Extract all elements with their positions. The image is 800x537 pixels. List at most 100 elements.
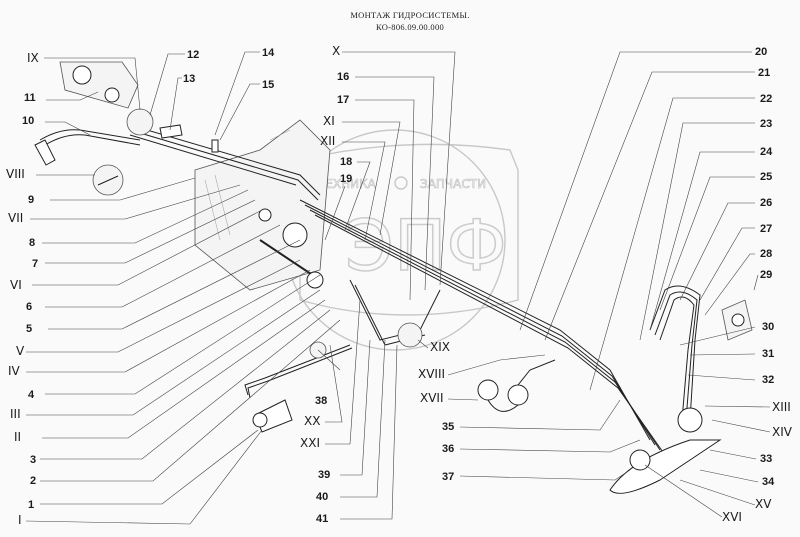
callout-ix: IX — [27, 51, 39, 65]
callout-xx: XX — [304, 414, 320, 428]
leader-line-x — [342, 51, 456, 286]
callout-vii: VII — [8, 211, 23, 225]
callout-ii: II — [14, 430, 21, 444]
leader-line-23 — [639, 122, 755, 341]
callout-13: 13 — [183, 73, 195, 85]
callout-35: 35 — [442, 421, 454, 433]
callout-22: 22 — [760, 93, 772, 105]
leader-line-iv — [26, 269, 311, 373]
callout-25: 25 — [760, 171, 772, 183]
callout-26: 26 — [760, 197, 772, 209]
callout-iii: III — [10, 407, 21, 421]
leader-line-17 — [355, 99, 415, 301]
callout-6: 6 — [26, 301, 32, 313]
callout-xii: XII — [320, 134, 335, 148]
callout-10: 10 — [22, 115, 34, 127]
leader-line-xv — [679, 479, 756, 506]
leader-line-18 — [344, 161, 371, 231]
leader-line-8 — [42, 189, 249, 244]
leader-line-xviii — [447, 354, 546, 376]
callout-17: 17 — [337, 94, 349, 106]
callout-2: 2 — [30, 475, 36, 487]
leader-line-xi — [342, 121, 401, 236]
leader-lines — [25, 51, 771, 525]
leader-line-iii — [26, 289, 321, 416]
leader-line-3 — [40, 309, 331, 460]
leader-line-xii — [342, 141, 386, 241]
leader-line-10 — [45, 121, 91, 136]
leader-line-32 — [687, 374, 756, 381]
callout-27: 27 — [760, 223, 772, 235]
callout-24: 24 — [760, 146, 773, 158]
leader-line-v — [26, 259, 301, 353]
callout-5: 5 — [26, 323, 32, 335]
callout-xiii: XIII — [772, 400, 791, 414]
callout-30: 30 — [762, 321, 774, 333]
callout-16: 16 — [337, 71, 349, 83]
leader-line-7 — [45, 199, 256, 264]
callout-xvii: XVII — [420, 391, 444, 405]
callout-31: 31 — [762, 348, 774, 360]
callout-iv: IV — [8, 364, 21, 378]
leader-line-16 — [355, 76, 435, 291]
callout-xxi: XXI — [300, 436, 320, 450]
leader-line-20 — [519, 51, 752, 331]
callout-4: 4 — [28, 389, 35, 401]
callout-15: 15 — [262, 79, 274, 91]
callout-37: 37 — [442, 471, 454, 483]
leader-line-xix — [417, 339, 429, 349]
watermark-right-text: ЗАПЧАСТИ — [420, 177, 486, 191]
leader-line-41 — [340, 344, 398, 520]
callout-29: 29 — [760, 269, 772, 281]
callout-vi: VI — [10, 278, 22, 292]
callout-23: 23 — [760, 118, 772, 130]
callout-xiv: XIV — [772, 425, 793, 439]
leader-line-29 — [753, 274, 759, 291]
callout-41: 41 — [316, 513, 328, 525]
leader-line-xiv — [711, 419, 771, 433]
leader-line-25 — [659, 176, 755, 311]
callout-34: 34 — [762, 476, 775, 488]
callout-i: I — [18, 513, 22, 527]
leader-line-19 — [324, 185, 346, 241]
callout-7: 7 — [32, 258, 38, 270]
callout-8: 8 — [29, 237, 35, 249]
leader-line-xiii — [704, 405, 771, 408]
callout-xvi: XVI — [722, 510, 742, 524]
leader-line-xx — [325, 344, 343, 423]
callout-1: 1 — [28, 499, 34, 511]
leader-line-ix — [44, 57, 141, 111]
leader-line-22 — [589, 97, 755, 391]
leader-line-i — [25, 429, 263, 525]
leader-line-9 — [50, 177, 196, 201]
leader-line-vii — [30, 184, 241, 220]
mounting-plate — [609, 439, 722, 494]
leader-line-30 — [679, 326, 756, 346]
leader-line-24 — [649, 151, 755, 331]
leader-line-38 — [317, 349, 341, 371]
leader-line-13 — [169, 77, 182, 131]
callout-v: V — [16, 344, 25, 358]
callout-19: 19 — [340, 173, 352, 185]
callout-38: 38 — [315, 395, 327, 407]
diagram-artwork — [34, 61, 753, 494]
callout-28: 28 — [760, 248, 772, 260]
watermark-left-text: ТЕХНИКА — [317, 177, 377, 191]
leader-line-2 — [40, 319, 341, 482]
leader-line-33 — [709, 449, 757, 460]
leader-line-xvii — [447, 398, 479, 401]
leader-line-36 — [459, 439, 641, 453]
callout-xi: XI — [323, 114, 335, 128]
callout-40: 40 — [316, 491, 328, 503]
leader-line-xxi — [325, 299, 361, 445]
callout-39: 39 — [318, 469, 330, 481]
leader-line-31 — [689, 353, 756, 356]
callout-viii: VIII — [6, 167, 25, 181]
leader-line-27 — [699, 227, 755, 301]
leader-line-1 — [40, 429, 259, 505]
leader-line-4 — [45, 274, 321, 395]
leader-line-37 — [459, 469, 631, 481]
callout-11: 11 — [24, 92, 36, 104]
